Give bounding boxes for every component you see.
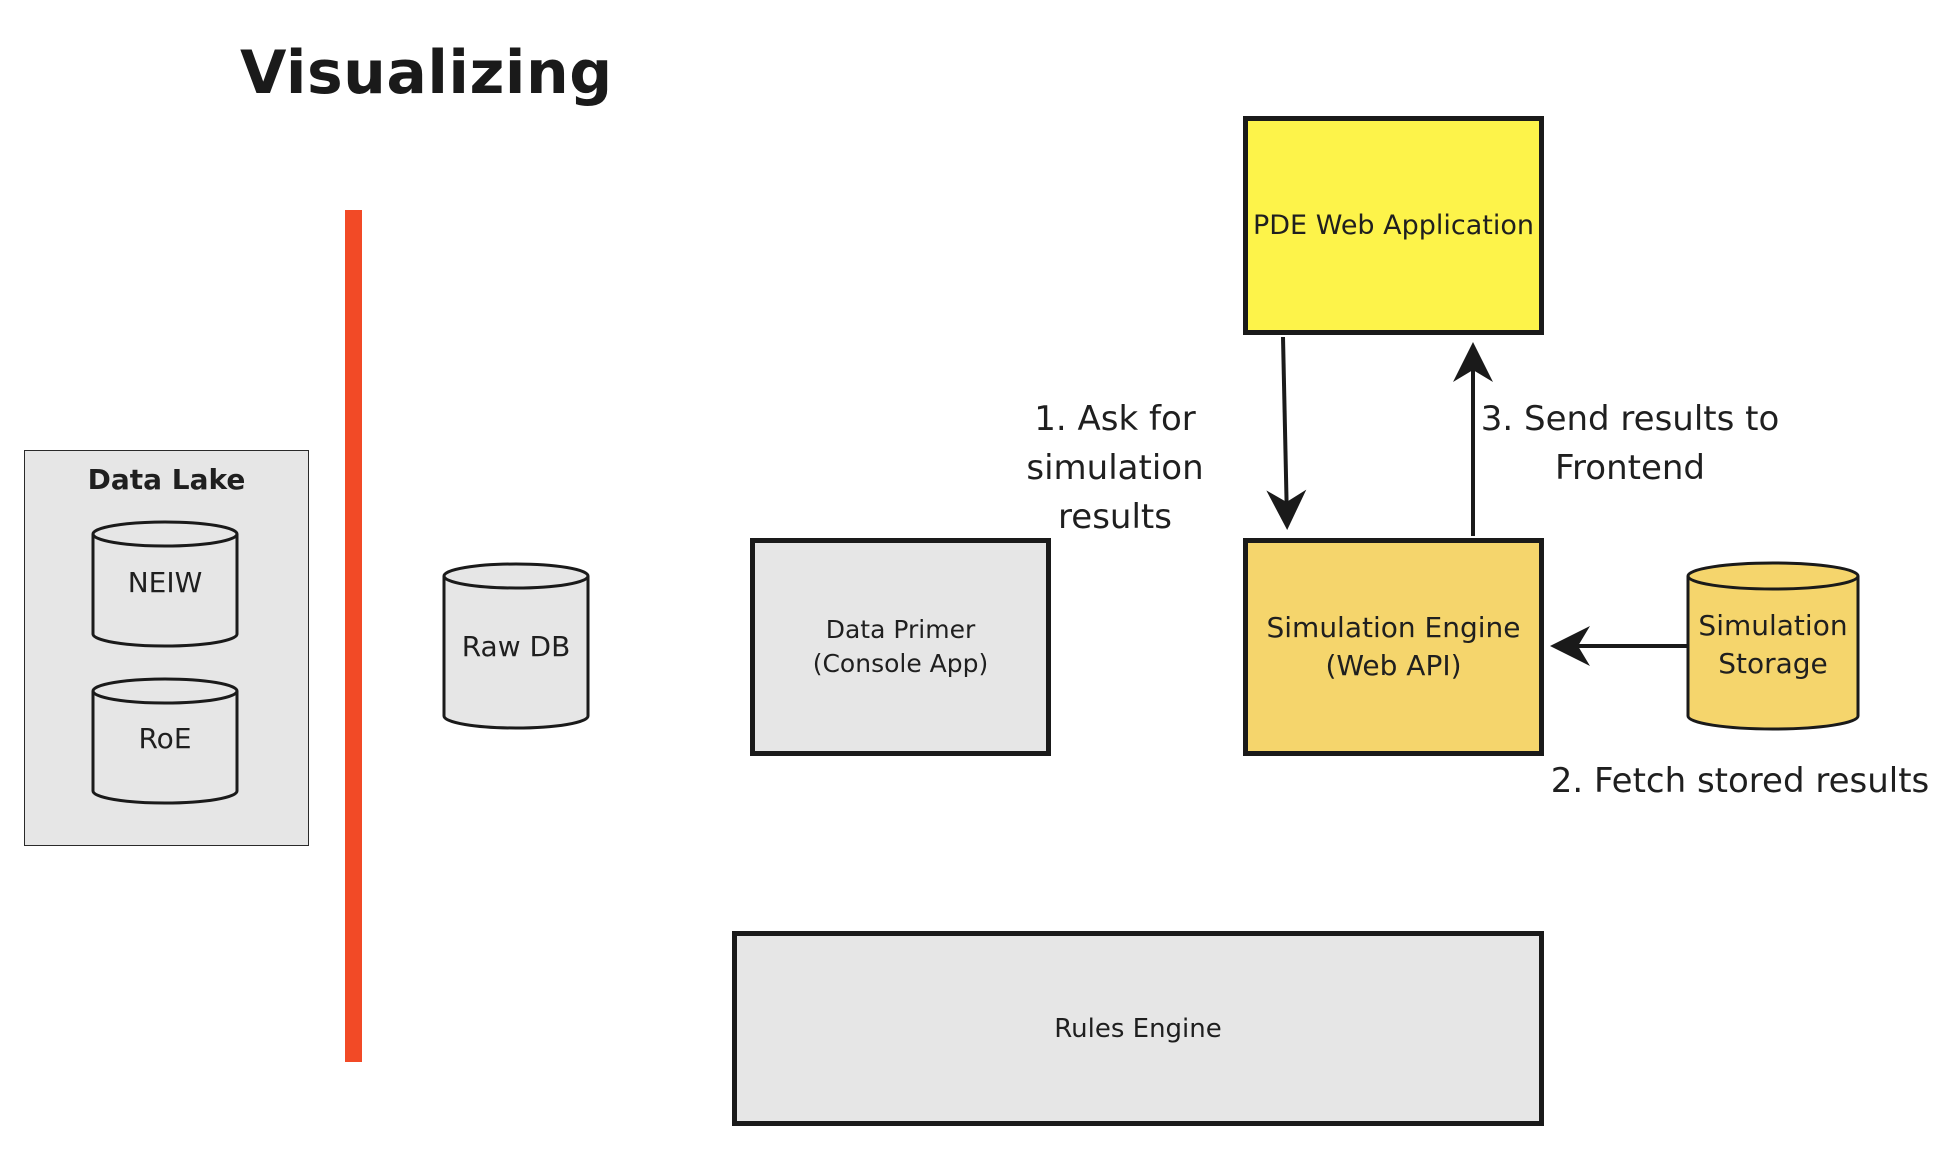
neiw-database: NEIW (91, 520, 239, 648)
page-title: Visualizing (240, 38, 613, 108)
raw-db-label: Raw DB (462, 630, 571, 663)
rules-engine-label: Rules Engine (1054, 1013, 1222, 1044)
roe-database: RoE (91, 677, 239, 805)
step3-label-line2: Frontend (1554, 448, 1706, 488)
simulation-storage-sublabel: Storage (1718, 647, 1828, 680)
roe-label: RoE (138, 722, 191, 755)
step3-label-line1: 3. Send results to (1480, 399, 1780, 439)
rules-engine-box: Rules Engine (732, 931, 1544, 1126)
pde-web-application-label: PDE Web Application (1252, 210, 1535, 241)
data-primer-label: Data Primer (825, 615, 976, 644)
simulation-engine-box: Simulation Engine (Web API) (1243, 538, 1544, 756)
data-lake-title: Data Lake (87, 463, 246, 496)
data-primer-box: Data Primer (Console App) (750, 538, 1051, 756)
data-primer-sublabel: (Console App) (812, 649, 989, 678)
simulation-engine-label: Simulation Engine (1266, 611, 1521, 644)
neiw-label: NEIW (128, 566, 203, 599)
separator-bar (345, 210, 362, 1062)
simulation-storage-label: Simulation (1698, 609, 1847, 642)
arrow-ask-results (1266, 336, 1307, 530)
simulation-engine-sublabel: (Web API) (1325, 649, 1462, 682)
step3-label: 3. Send results to Frontend (1480, 395, 1780, 493)
step1-label-line2: results (1058, 497, 1172, 537)
step2-label: 2. Fetch stored results (1550, 761, 1930, 801)
pde-web-application-box: PDE Web Application (1243, 116, 1544, 335)
step1-label: 1. Ask for simulation results (945, 395, 1285, 542)
step1-label-line1: 1. Ask for simulation (1026, 399, 1204, 488)
simulation-storage-database: Simulation Storage (1686, 561, 1860, 731)
raw-db-database: Raw DB (442, 562, 590, 730)
